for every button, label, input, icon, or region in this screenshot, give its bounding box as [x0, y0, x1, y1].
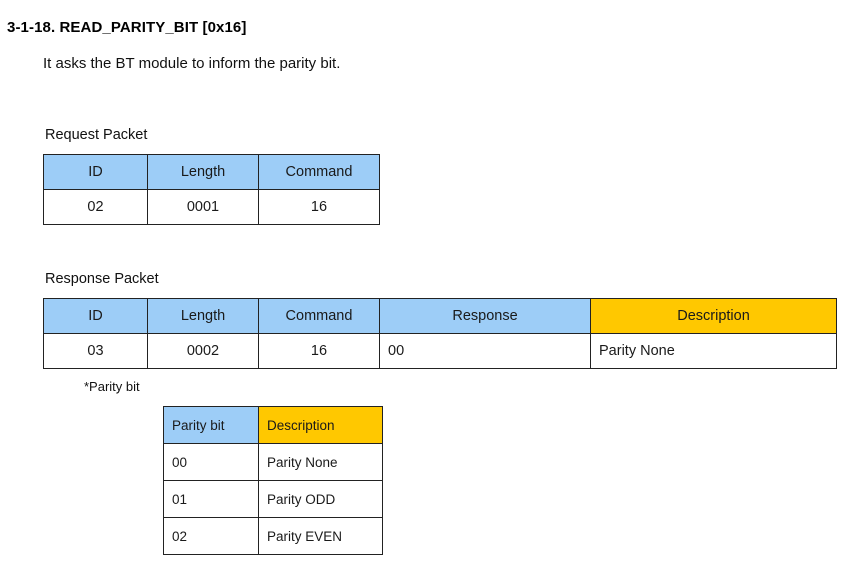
page-title: 3-1-18. READ_PARITY_BIT [0x16] [7, 19, 247, 36]
request-packet-caption: Request Packet [45, 127, 148, 143]
cell-parity-bit: 00 [163, 443, 259, 481]
table-row: 02 0001 16 [43, 189, 380, 225]
cell-description: Parity EVEN [258, 517, 383, 555]
table-row: 00 Parity None [163, 443, 383, 481]
column-header-description: Description [590, 298, 837, 334]
page-description: It asks the BT module to inform the pari… [43, 55, 341, 72]
column-header-parity-bit: Parity bit [163, 406, 259, 444]
cell-command: 16 [258, 189, 380, 225]
parity-bit-table: Parity bit Description 00 Parity None 01… [163, 406, 383, 555]
cell-description: Parity None [590, 333, 837, 369]
response-packet-table: ID Length Command Response Description 0… [43, 298, 837, 369]
column-header-description: Description [258, 406, 383, 444]
table-row: 01 Parity ODD [163, 480, 383, 518]
cell-description: Parity None [258, 443, 383, 481]
cell-parity-bit: 01 [163, 480, 259, 518]
column-header-id: ID [43, 154, 148, 190]
table-header-row: ID Length Command Response Description [43, 298, 837, 334]
column-header-length: Length [147, 298, 259, 334]
cell-response: 00 [379, 333, 591, 369]
cell-id: 03 [43, 333, 148, 369]
request-packet-table: ID Length Command 02 0001 16 [43, 154, 380, 225]
cell-id: 02 [43, 189, 148, 225]
cell-description: Parity ODD [258, 480, 383, 518]
column-header-command: Command [258, 154, 380, 190]
table-row: 03 0002 16 00 Parity None [43, 333, 837, 369]
cell-length: 0001 [147, 189, 259, 225]
column-header-response: Response [379, 298, 591, 334]
column-header-command: Command [258, 298, 380, 334]
table-header-row: ID Length Command [43, 154, 380, 190]
response-packet-caption: Response Packet [45, 271, 159, 287]
parity-note-caption: *Parity bit [84, 379, 140, 394]
table-row: 02 Parity EVEN [163, 517, 383, 555]
column-header-id: ID [43, 298, 148, 334]
table-header-row: Parity bit Description [163, 406, 383, 444]
cell-command: 16 [258, 333, 380, 369]
column-header-length: Length [147, 154, 259, 190]
cell-parity-bit: 02 [163, 517, 259, 555]
cell-length: 0002 [147, 333, 259, 369]
